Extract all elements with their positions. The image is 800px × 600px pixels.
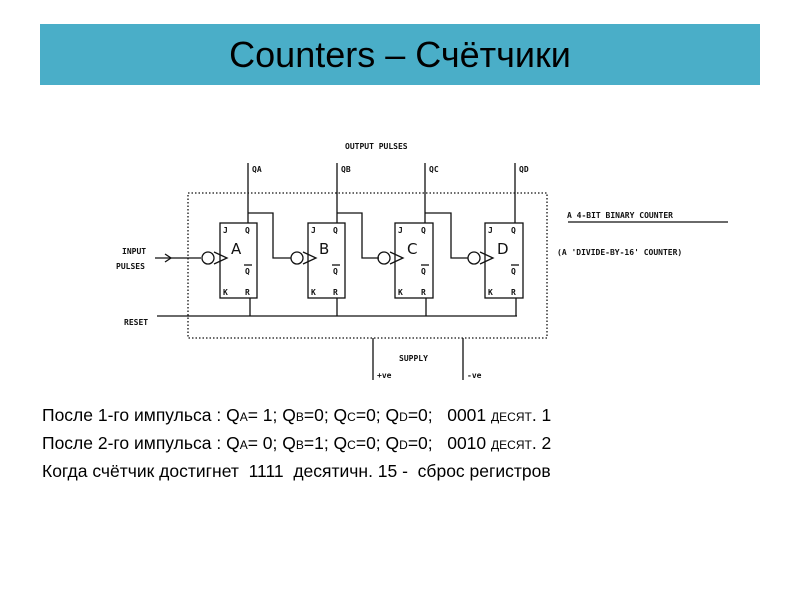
text: =0; Q (355, 405, 400, 425)
decimal-label: десят (491, 410, 532, 424)
pin-k: K (398, 288, 403, 297)
caption-divide-by-16: (A 'DIVIDE-BY-16' COUNTER) (557, 248, 682, 257)
pin-j: J (223, 226, 228, 235)
chip-boundary (187, 192, 548, 339)
pin-qbar: Q (245, 267, 250, 276)
input-label: INPUT (122, 247, 146, 256)
output-qa-label: QA (252, 165, 262, 174)
flipflop-name: D (497, 240, 509, 258)
text: =0; 0001 (407, 405, 492, 425)
line-after-pulse-1: После 1-го импульса : QA= 1; QB=0; QC=0;… (42, 401, 551, 429)
caption-binary-counter: A 4-BIT BINARY COUNTER (567, 211, 673, 220)
slide-title: Counters – Счётчики (229, 33, 571, 75)
pin-j: J (488, 226, 493, 235)
subscript: A (239, 438, 248, 452)
pin-q: Q (511, 226, 516, 235)
subscript: A (239, 410, 248, 424)
supply-label: SUPPLY (399, 354, 428, 363)
flipflop-name: C (407, 240, 417, 258)
line-after-pulse-2: После 2-го импульса : QA= 0; QB=1; QC=0;… (42, 429, 551, 457)
subscript: B (295, 410, 304, 424)
pin-qbar: Q (421, 267, 426, 276)
pin-k: K (223, 288, 228, 297)
output-pulses-label: OUTPUT PULSES (345, 142, 408, 151)
text: =0; Q (303, 405, 348, 425)
text: =0; 0010 (407, 433, 492, 453)
plus-ve-label: +ve (377, 371, 392, 380)
minus-ve-label: -ve (467, 371, 482, 380)
subscript: C (347, 438, 356, 452)
pin-r: R (245, 288, 250, 297)
pin-j: J (311, 226, 316, 235)
flipflop-d (484, 222, 524, 299)
flipflop-a (219, 222, 258, 299)
flipflop-c (394, 222, 434, 299)
subscript: C (347, 410, 356, 424)
output-qc-label: QC (429, 165, 439, 174)
decimal-label: десят (491, 438, 532, 452)
subscript: B (295, 438, 304, 452)
text: После 1-го импульса : Q (42, 405, 240, 425)
explanation-text: После 1-го импульса : QA= 1; QB=0; QC=0;… (42, 401, 551, 485)
pin-q: Q (421, 226, 426, 235)
pin-q: Q (245, 226, 250, 235)
pin-qbar: Q (333, 267, 338, 276)
flipflop-name: A (231, 240, 242, 258)
pin-q: Q (333, 226, 338, 235)
text: . 1 (531, 405, 552, 425)
line-reset-note: Когда счётчик достигнет 1111 десятичн. 1… (42, 461, 551, 481)
text: . 2 (531, 433, 552, 453)
text: = 1; Q (247, 405, 296, 425)
flipflop-c-labels: J Q C Q K R (398, 226, 426, 297)
pin-r: R (333, 288, 338, 297)
text: = 0; Q (247, 433, 296, 453)
pin-j: J (398, 226, 403, 235)
flipflop-d-labels: J Q D Q K R (488, 226, 516, 297)
reset-label: RESET (124, 318, 148, 327)
flipflop-name: B (319, 240, 329, 258)
flipflop-b (307, 222, 346, 299)
text: =0; Q (355, 433, 400, 453)
text: После 2-го импульса : Q (42, 433, 240, 453)
pin-k: K (488, 288, 493, 297)
subscript: D (399, 410, 408, 424)
pulses-label: PULSES (116, 262, 145, 271)
pin-qbar: Q (511, 267, 516, 276)
pin-k: K (311, 288, 316, 297)
flipflop-a-labels: J Q A Q K R (223, 226, 250, 297)
flipflop-b-labels: J Q B Q K R (311, 226, 338, 297)
pin-r: R (511, 288, 516, 297)
output-qd-label: QD (519, 165, 529, 174)
subscript: D (399, 438, 408, 452)
title-banner: Counters – Счётчики (40, 24, 760, 85)
pin-r: R (421, 288, 426, 297)
output-qb-label: QB (341, 165, 351, 174)
text: =1; Q (303, 433, 348, 453)
